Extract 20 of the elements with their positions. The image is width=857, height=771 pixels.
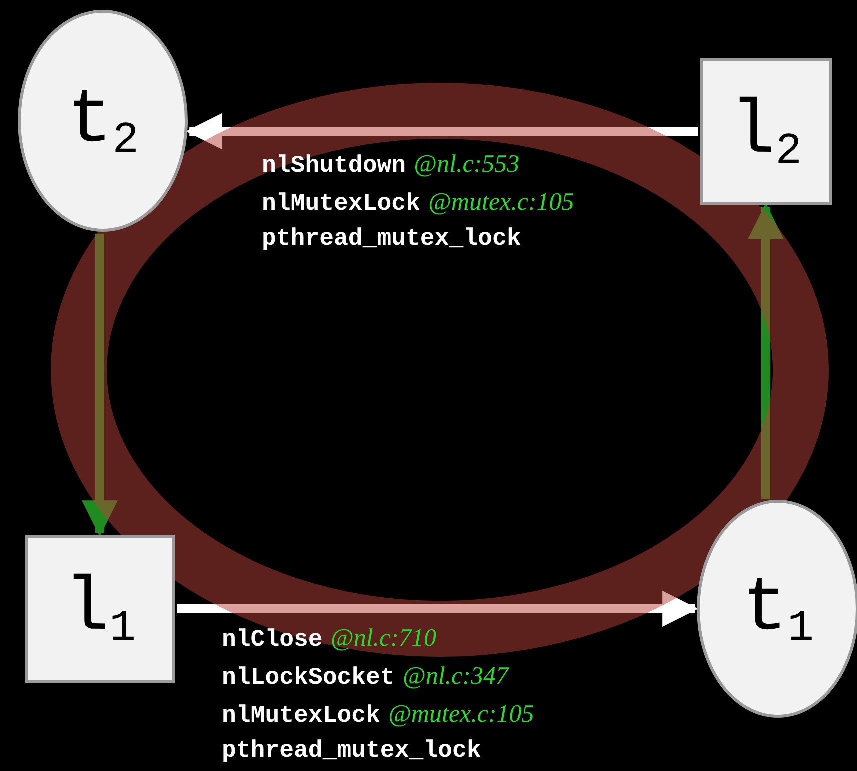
source-location: @nl.c:347 — [402, 662, 508, 692]
arrow — [82, 234, 118, 537]
function-name: pthread_mutex_lock — [262, 225, 522, 255]
source-location: @mutex.c:105 — [428, 188, 574, 218]
thread-ellipse: t$_{1}$ — [697, 500, 857, 718]
function-name: nlMutexLock — [262, 190, 420, 220]
lock-box: l$_{1}$ — [25, 535, 175, 683]
arrow — [186, 114, 698, 150]
function-name: nlLockSocket — [222, 664, 395, 694]
source-location: @mutex.c:105 — [388, 700, 534, 730]
thread-ellipse: t$_{2}$ — [18, 10, 188, 232]
lock-box: l$_{2}$ — [700, 58, 832, 205]
function-name: nlMutexLock — [222, 702, 380, 732]
function-name: nlShutdown — [262, 152, 406, 182]
source-location: @nl.c:553 — [414, 150, 520, 180]
function-name: nlClose — [222, 626, 323, 656]
arrow — [177, 591, 699, 627]
source-location: @nl.c:710 — [330, 624, 436, 654]
arrow — [748, 203, 784, 500]
function-name: pthread_mutex_lock — [222, 737, 482, 767]
